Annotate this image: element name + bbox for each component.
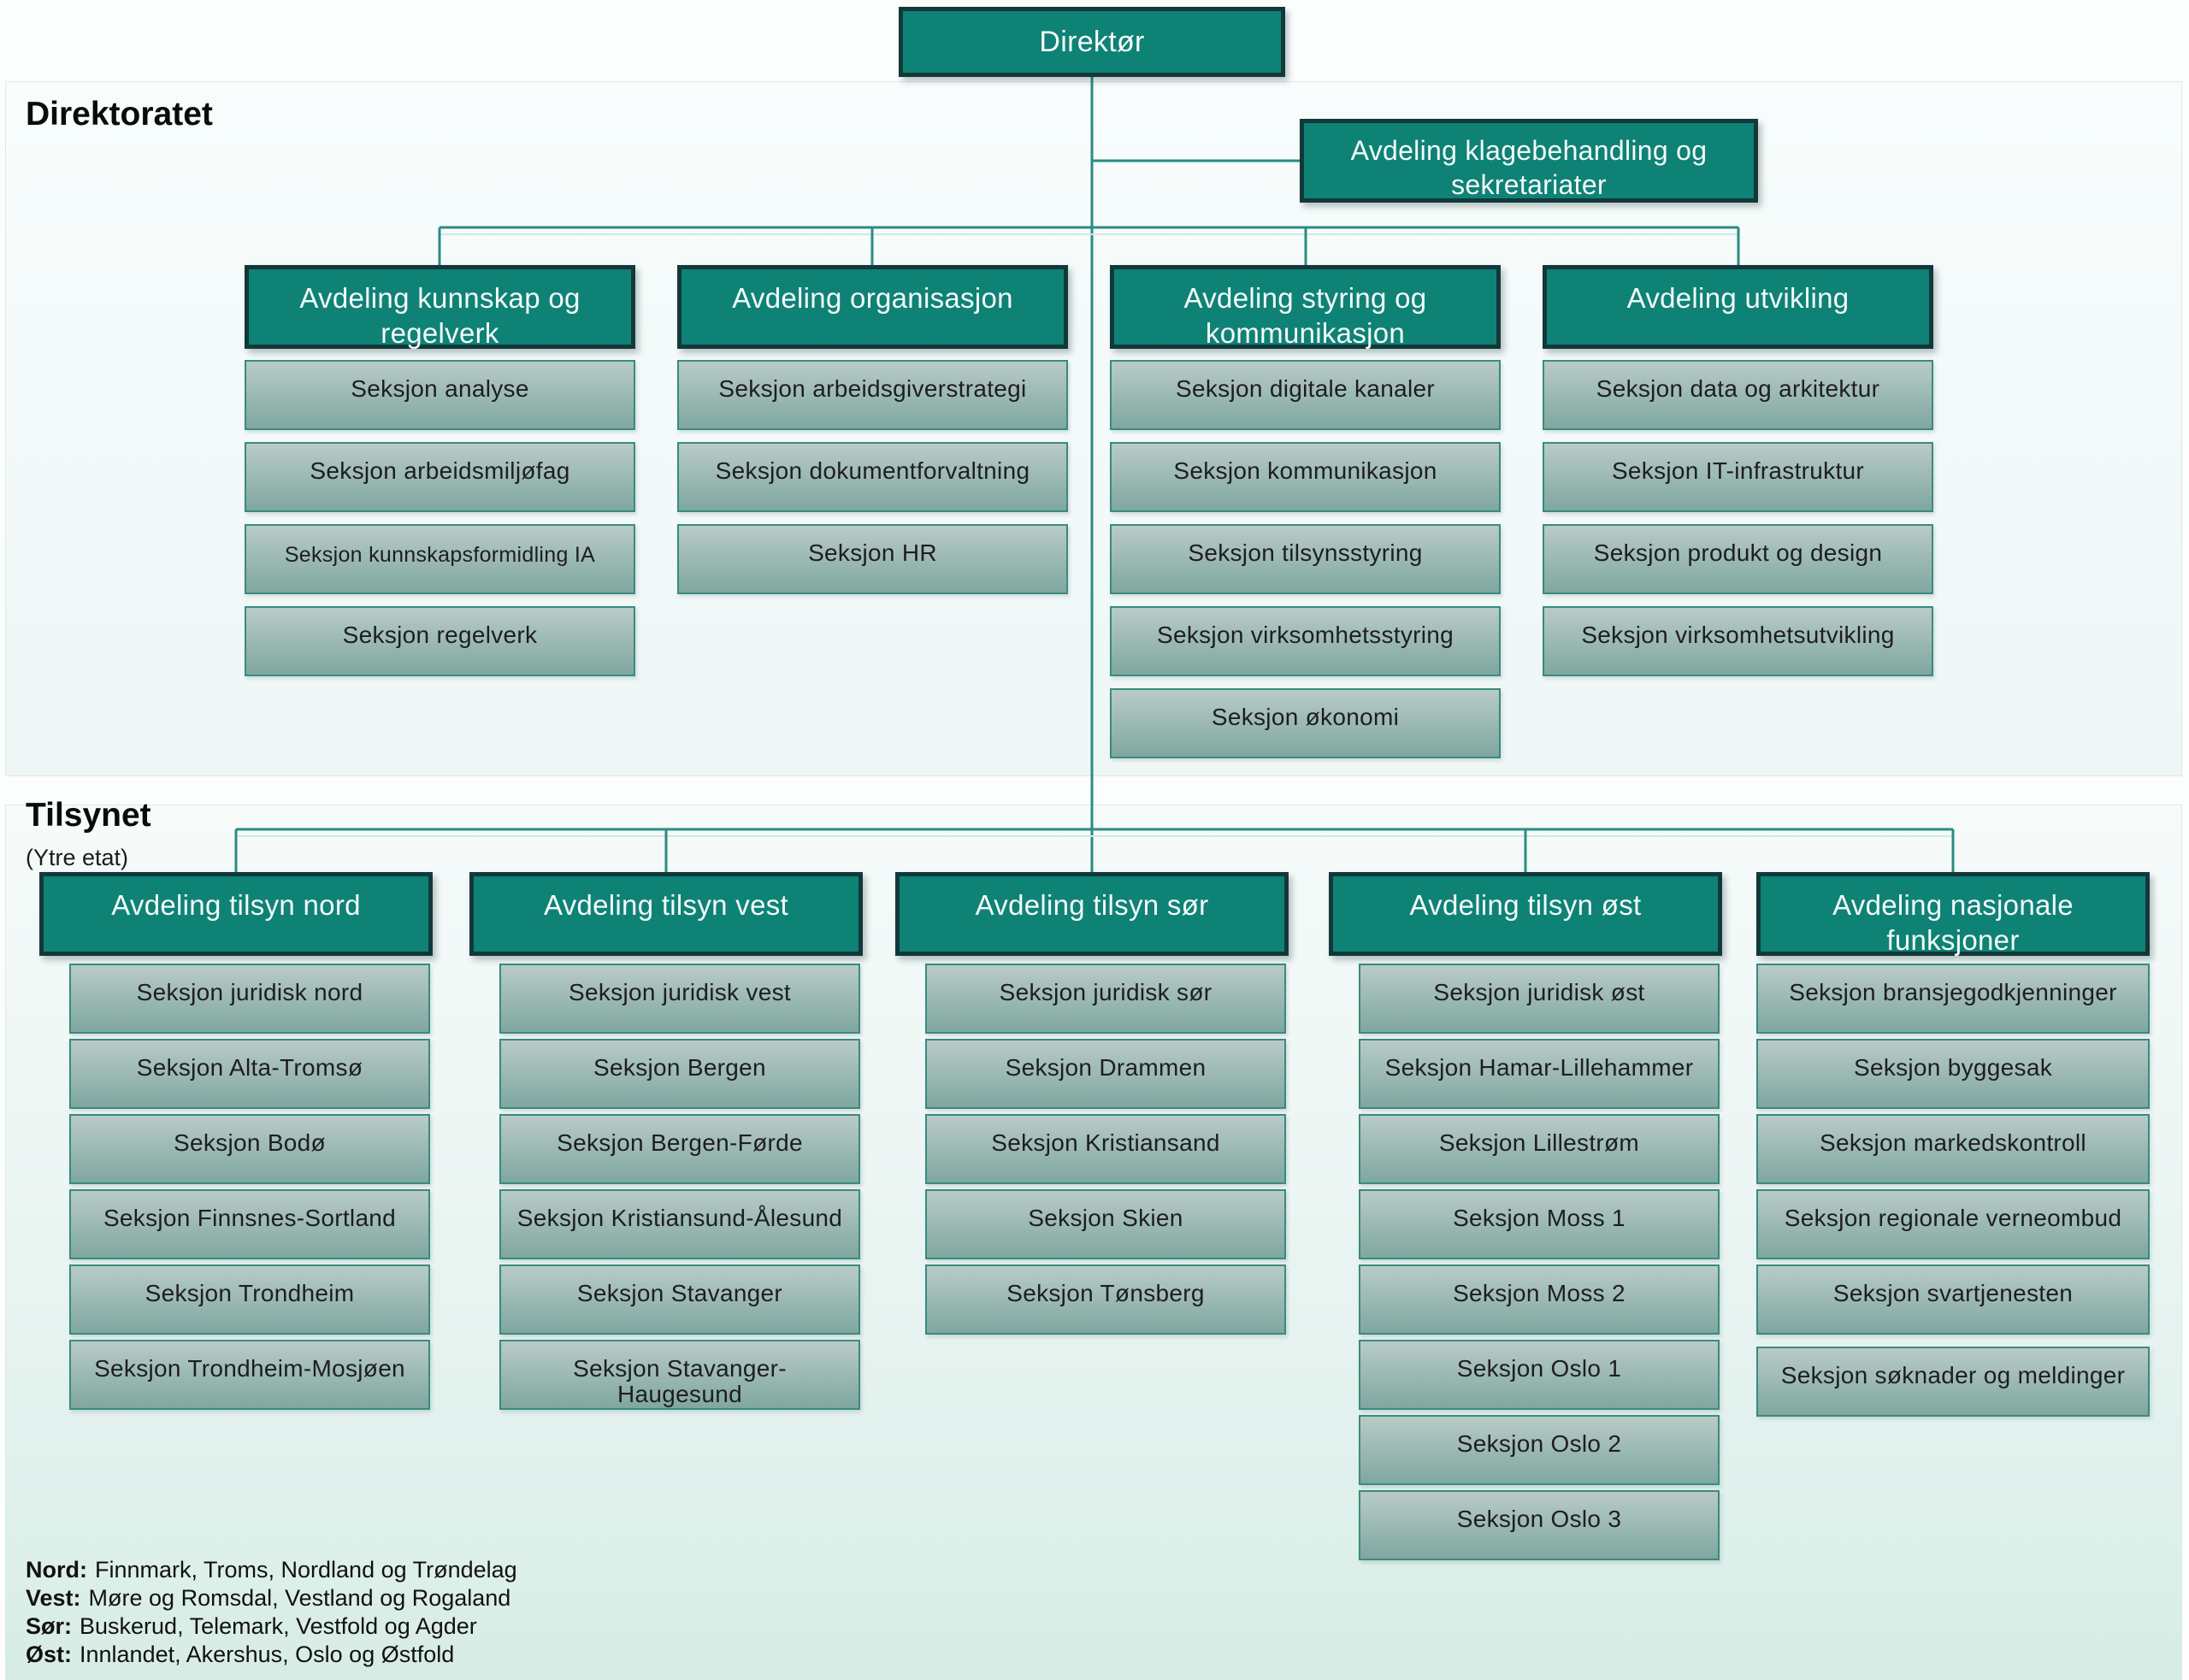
seksjon-box: Seksjon Hamar-Lillehammer [1359, 1039, 1720, 1109]
seksjon-box: Seksjon juridisk vest [499, 964, 860, 1034]
footnote-nord: Nord: Finnmark, Troms, Nordland og Trønde… [26, 1556, 517, 1584]
seksjon-box: Seksjon HR [677, 524, 1068, 594]
seksjon-box: Seksjon Moss 2 [1359, 1264, 1720, 1335]
seksjon-box: Seksjon analyse [245, 360, 635, 430]
footnote-vest: Vest: Møre og Romsdal, Vestland og Rogala… [26, 1584, 517, 1612]
seksjon-box: Seksjon juridisk sør [925, 964, 1286, 1034]
column-avdeling-organisasjon: Avdeling organisasjon Seksjon arbeidsgiv… [677, 265, 1068, 594]
seksjon-box: Seksjon kunnskapsformidling IA [245, 524, 635, 594]
seksjon-box: Seksjon virksomhetsstyring [1110, 606, 1501, 676]
column-avdeling-tilsyn-nord: Avdeling tilsyn nord Seksjon juridisk no… [39, 872, 433, 1410]
seksjon-box: Seksjon Lillestrøm [1359, 1114, 1720, 1184]
seksjon-box: Seksjon Skien [925, 1189, 1286, 1259]
seksjon-box: Seksjon svartjenesten [1756, 1264, 2150, 1335]
seksjon-box: Seksjon Trondheim [69, 1264, 430, 1335]
seksjon-box: Seksjon Oslo 3 [1359, 1490, 1720, 1560]
footnote-text: Innlandet, Akershus, Oslo og Østfold [80, 1642, 455, 1667]
footnote-label: Øst: [26, 1642, 72, 1667]
seksjon-box: Seksjon byggesak [1756, 1039, 2150, 1109]
seksjon-box: Seksjon Bodø [69, 1114, 430, 1184]
seksjon-box: Seksjon Bergen [499, 1039, 860, 1109]
seksjon-box: Seksjon Finnsnes-Sortland [69, 1189, 430, 1259]
seksjon-box: Seksjon arbeidsmiljøfag [245, 442, 635, 512]
seksjon-box: Seksjon Oslo 2 [1359, 1415, 1720, 1485]
seksjon-box: Seksjon Stavanger [499, 1264, 860, 1335]
seksjon-box: Seksjon økonomi [1110, 688, 1501, 758]
footnote-text: Buskerud, Telemark, Vestfold og Agder [80, 1613, 477, 1639]
region-footnotes: Nord: Finnmark, Troms, Nordland og Trønde… [26, 1556, 517, 1669]
footnote-ost: Øst: Innlandet, Akershus, Oslo og Østfold [26, 1641, 517, 1669]
seksjon-box: Seksjon kommunikasjon [1110, 442, 1501, 512]
avdeling-header: Avdeling styring og kommunikasjon [1110, 265, 1501, 349]
seksjon-box: Seksjon produkt og design [1543, 524, 1933, 594]
column-avdeling-tilsyn-ost: Avdeling tilsyn øst Seksjon juridisk øst… [1329, 872, 1722, 1560]
seksjon-box: Seksjon IT-infrastruktur [1543, 442, 1933, 512]
seksjon-box: Seksjon Drammen [925, 1039, 1286, 1109]
seksjon-box: Seksjon juridisk nord [69, 964, 430, 1034]
seksjon-box: Seksjon Kristiansund-Ålesund [499, 1189, 860, 1259]
avdeling-header: Avdeling tilsyn nord [39, 872, 433, 956]
footnote-label: Vest: [26, 1585, 81, 1611]
avdeling-header: Avdeling nasjonale funksjoner [1756, 872, 2150, 956]
footnote-sor: Sør: Buskerud, Telemark, Vestfold og Agde… [26, 1612, 517, 1641]
seksjon-box: Seksjon arbeidsgiverstrategi [677, 360, 1068, 430]
seksjon-box: Seksjon tilsynsstyring [1110, 524, 1501, 594]
column-avdeling-tilsyn-vest: Avdeling tilsyn vest Seksjon juridisk ve… [469, 872, 863, 1410]
seksjon-box: Seksjon virksomhetsutvikling [1543, 606, 1933, 676]
direktor-box: Direktør [899, 7, 1285, 77]
seksjon-box: Seksjon Trondheim-Mosjøen [69, 1340, 430, 1410]
direktoratet-label: Direktoratet [26, 96, 213, 133]
seksjon-box: Seksjon juridisk øst [1359, 964, 1720, 1034]
footnote-text: Finnmark, Troms, Nordland og Trøndelag [94, 1557, 517, 1583]
avdeling-klagebehandling-box: Avdeling klagebehandling og sekretariate… [1300, 119, 1758, 203]
seksjon-box: Seksjon data og arkitektur [1543, 360, 1933, 430]
avdeling-header: Avdeling tilsyn øst [1329, 872, 1722, 956]
seksjon-box: Seksjon Kristiansand [925, 1114, 1286, 1184]
avdeling-header: Avdeling organisasjon [677, 265, 1068, 349]
column-avdeling-kunnskap-og-regelverk: Avdeling kunnskap og regelverk Seksjon a… [245, 265, 635, 676]
seksjon-box: Seksjon søknader og meldinger [1756, 1347, 2150, 1417]
seksjon-box: Seksjon Tønsberg [925, 1264, 1286, 1335]
tilsynet-sublabel: (Ytre etat) [26, 845, 129, 870]
footnote-label: Nord: [26, 1557, 87, 1583]
column-avdeling-tilsyn-sor: Avdeling tilsyn sør Seksjon juridisk sør… [895, 872, 1289, 1335]
column-avdeling-nasjonale-funksjoner: Avdeling nasjonale funksjoner Seksjon br… [1756, 872, 2150, 1417]
seksjon-box: Seksjon Moss 1 [1359, 1189, 1720, 1259]
column-avdeling-styring-og-kommunikasjon: Avdeling styring og kommunikasjon Seksjo… [1110, 265, 1501, 758]
footnote-label: Sør: [26, 1613, 72, 1639]
seksjon-box: Seksjon bransjegodkjenninger [1756, 964, 2150, 1034]
column-avdeling-utvikling: Avdeling utvikling Seksjon data og arkit… [1543, 265, 1933, 676]
seksjon-box: Seksjon Bergen-Førde [499, 1114, 860, 1184]
seksjon-box: Seksjon markedskontroll [1756, 1114, 2150, 1184]
footnote-text: Møre og Romsdal, Vestland og Rogaland [88, 1585, 511, 1611]
seksjon-box: Seksjon Alta-Tromsø [69, 1039, 430, 1109]
avdeling-header: Avdeling kunnskap og regelverk [245, 265, 635, 349]
seksjon-box: Seksjon regionale verneombud [1756, 1189, 2150, 1259]
seksjon-box: Seksjon dokumentforvaltning [677, 442, 1068, 512]
avdeling-header: Avdeling tilsyn sør [895, 872, 1289, 956]
seksjon-box: Seksjon Stavanger-Haugesund [499, 1340, 860, 1410]
tilsynet-label: Tilsynet [26, 797, 151, 834]
seksjon-box: Seksjon Oslo 1 [1359, 1340, 1720, 1410]
avdeling-header: Avdeling utvikling [1543, 265, 1933, 349]
seksjon-box: Seksjon regelverk [245, 606, 635, 676]
avdeling-header: Avdeling tilsyn vest [469, 872, 863, 956]
seksjon-box: Seksjon digitale kanaler [1110, 360, 1501, 430]
